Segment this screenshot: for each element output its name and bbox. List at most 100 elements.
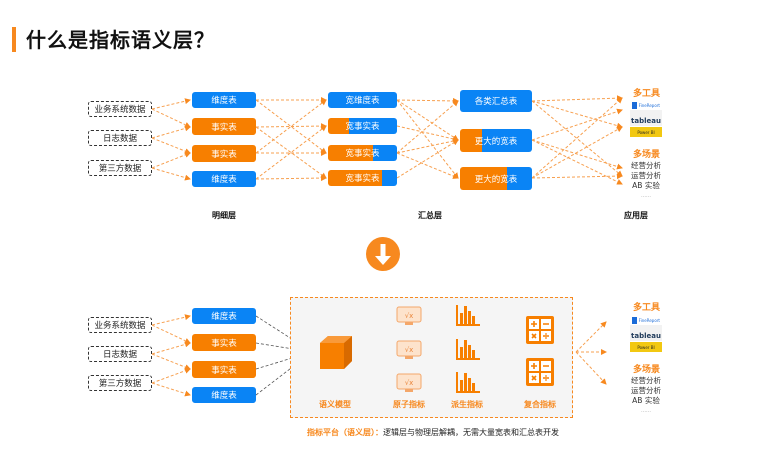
svg-text:√x: √x <box>405 379 414 387</box>
connector-line <box>396 100 459 154</box>
connector-line <box>531 173 623 180</box>
connector-line <box>255 175 327 182</box>
connector-line <box>531 100 623 177</box>
connector-line <box>531 100 623 129</box>
stage-derived-metrics: 派生指标 <box>451 400 483 409</box>
bottom-scene-more: …… <box>641 408 651 414</box>
wide-fact-table-1: 宽事实表 <box>328 118 397 134</box>
larger-wide-table-2-label: 更大的宽表 <box>474 174 518 185</box>
connector-line <box>531 108 623 141</box>
metrics-platform <box>290 297 573 418</box>
tableau-logo: tableau <box>630 110 662 126</box>
footer-highlight: 指标平台（语义层）： <box>307 428 383 437</box>
bottom-fact-table-1: 事实表 <box>192 334 256 351</box>
connector-line <box>151 367 191 384</box>
connector-line <box>396 99 459 141</box>
wide-fact-table-3: 宽事实表 <box>328 170 397 186</box>
bottom-scene-ab-test: AB 实验 <box>632 396 660 405</box>
connector-line <box>151 341 191 355</box>
connector-line <box>151 108 191 128</box>
svg-text:√x: √x <box>405 346 414 354</box>
connector-line <box>531 139 623 185</box>
connector-line <box>255 126 327 179</box>
larger-wide-table-2: 更大的宽表 <box>460 167 532 190</box>
connector-line <box>151 125 191 139</box>
source-third-party-data: 第三方数据 <box>88 160 152 176</box>
connector-line <box>151 167 191 181</box>
cube-icon <box>320 336 352 369</box>
bottom-source-third-party-data: 第三方数据 <box>88 375 152 391</box>
bottom-scene-business-analysis: 经营分析 <box>631 376 661 385</box>
connector-line <box>151 314 191 326</box>
svg-text:√x: √x <box>405 312 414 320</box>
connector-line <box>255 123 327 130</box>
bottom-scene-list: 经营分析 运营分析 AB 实验 …… <box>628 376 664 416</box>
wide-fact-table-2: 宽事实表 <box>328 145 397 161</box>
detail-fact-table-2: 事实表 <box>192 145 256 162</box>
connector-line <box>151 324 191 344</box>
connector-line <box>151 152 191 169</box>
detail-dimension-table-2: 维度表 <box>192 171 256 187</box>
connector-line <box>396 139 459 179</box>
connector-line <box>151 353 191 370</box>
connector-line <box>151 382 191 397</box>
connector-line <box>396 99 459 179</box>
formula-monitor-icon: √x <box>396 373 422 397</box>
wide-fact-table-3-label: 宽事实表 <box>345 174 380 184</box>
bottom-scenes-heading: 多场景 <box>633 365 661 375</box>
app-layer-label: 应用层 <box>624 211 648 220</box>
bottom-dimension-table-2: 维度表 <box>192 387 256 403</box>
calculator-icon <box>526 316 554 348</box>
connector-line <box>531 95 623 102</box>
connector-line <box>575 321 607 353</box>
connector-line <box>396 97 459 104</box>
connector-line <box>531 139 623 170</box>
larger-wide-table-1-label: 更大的宽表 <box>474 136 518 147</box>
finereport-logo: FineReport <box>632 101 660 109</box>
bottom-finereport-logo: FineReport <box>632 316 660 324</box>
bottom-powerbi-logo: Power BI <box>630 342 662 352</box>
bar-chart-icon <box>455 370 481 398</box>
stage-semantic-model: 语义模型 <box>319 400 351 409</box>
scene-list: 经营分析 运营分析 AB 实验 …… <box>628 161 664 201</box>
bottom-source-business-data: 业务系统数据 <box>88 317 152 333</box>
formula-monitor-icon: √x <box>396 306 422 330</box>
source-log-data: 日志数据 <box>88 130 152 146</box>
scene-more: …… <box>641 193 651 199</box>
bar-chart-icon <box>455 337 481 365</box>
bottom-tableau-logo: tableau <box>630 325 662 341</box>
footer-note: 指标平台（语义层）：逻辑层与物理层解耦，无需大量宽表和汇总表开发 <box>307 427 559 438</box>
detail-layer-label: 明细层 <box>212 211 236 220</box>
bottom-finereport-label: FineReport <box>638 317 660 323</box>
formula-monitor-icon: √x <box>396 340 422 364</box>
wide-dimension-table: 宽维度表 <box>328 92 397 108</box>
detail-fact-table-1: 事实表 <box>192 118 256 135</box>
scenes-heading: 多场景 <box>633 150 661 160</box>
wide-fact-table-2-label: 宽事实表 <box>345 149 380 159</box>
scene-operation-analysis: 运营分析 <box>631 171 661 180</box>
connector-line <box>531 97 623 179</box>
summary-tables: 各类汇总表 <box>460 90 532 112</box>
scene-business-analysis: 经营分析 <box>631 161 661 170</box>
bar-chart-icon <box>455 303 481 331</box>
bottom-tools-heading: 多工具 <box>633 303 661 313</box>
footer-text: 逻辑层与物理层解耦，无需大量宽表和汇总表开发 <box>383 428 559 437</box>
connector-line <box>396 138 459 154</box>
connector-line <box>151 98 191 110</box>
scene-ab-test: AB 实验 <box>632 181 660 190</box>
powerbi-logo: Power BI <box>630 127 662 137</box>
wide-fact-table-1-label: 宽事实表 <box>345 122 380 132</box>
arrow-down-icon <box>366 237 400 271</box>
bottom-dimension-table-1: 维度表 <box>192 308 256 324</box>
connector-line <box>255 351 313 396</box>
connector-line <box>575 351 607 385</box>
detail-dimension-table-1: 维度表 <box>192 92 256 108</box>
larger-wide-table-1: 更大的宽表 <box>460 129 532 152</box>
bottom-scene-operation-analysis: 运营分析 <box>631 386 661 395</box>
stage-composite-metrics: 复合指标 <box>524 400 556 409</box>
finereport-label: FineReport <box>638 102 660 108</box>
title-accent-bar <box>12 27 16 52</box>
bottom-fact-table-2: 事实表 <box>192 361 256 378</box>
connector-line <box>151 137 191 154</box>
source-business-data: 业务系统数据 <box>88 101 152 117</box>
